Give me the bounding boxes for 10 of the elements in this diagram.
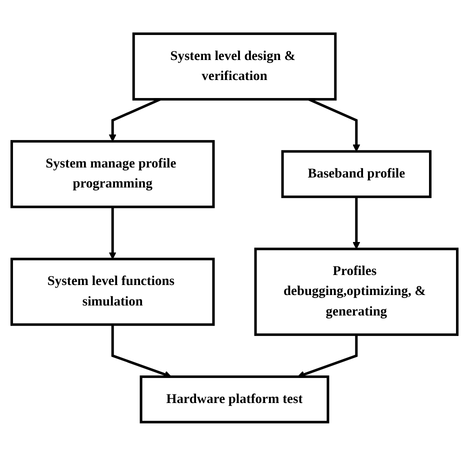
arrow: [352, 196, 360, 249]
node-box: Baseband profile: [281, 150, 432, 198]
node-box: System level design & verification: [132, 32, 337, 100]
node-box: Hardware platform test: [140, 375, 330, 423]
arrow: [108, 98, 161, 142]
arrow: [308, 98, 360, 152]
node-box: System manage profile programming: [10, 140, 215, 208]
arrow: [108, 206, 116, 259]
node-box: System level functions simulation: [10, 257, 215, 326]
node-box: Profiles debugging,optimizing, & generating: [254, 247, 459, 336]
